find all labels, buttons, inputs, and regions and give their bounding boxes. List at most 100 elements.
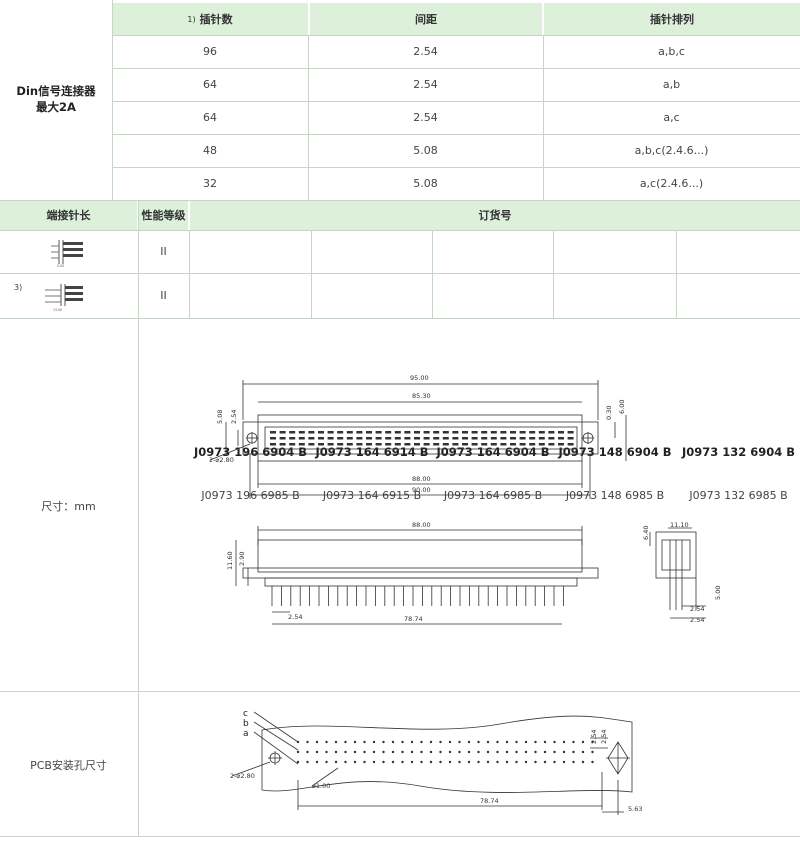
pcb-hole	[458, 750, 461, 754]
pcb-hole	[477, 740, 480, 744]
pcb-hole	[391, 750, 395, 754]
dim-290: 2.90	[238, 552, 246, 566]
pcb-hole	[429, 750, 433, 754]
pcb-hole	[496, 750, 499, 754]
pins-cell: 64	[203, 111, 217, 124]
pcb-hole	[439, 760, 442, 764]
order-code: J0973 148 6985 B	[565, 489, 665, 502]
pcb-hole	[524, 760, 528, 764]
contact-slot	[318, 437, 324, 440]
pcb-hole	[581, 760, 585, 764]
contact-slot	[538, 443, 545, 446]
contact-slot	[558, 437, 564, 440]
arrangement-cell: a,c(2.4.6...)	[639, 177, 704, 190]
order-table: 端接针长 性能等级 订货号 5.00 II 3) 13.00	[0, 200, 800, 502]
pcb-hole	[429, 760, 433, 764]
pcb-hole	[591, 740, 594, 744]
contact-slot	[394, 443, 401, 446]
pcb-hole	[543, 740, 547, 744]
contact-slot	[510, 443, 516, 446]
contact-slot	[423, 437, 430, 440]
pcb-hole	[515, 750, 518, 754]
contact-slot	[366, 437, 372, 440]
pcb-hole	[591, 750, 594, 754]
pcb-hole	[553, 740, 556, 744]
grade-value: II	[160, 289, 167, 302]
contact-slot	[500, 443, 507, 446]
contact-slot	[366, 431, 372, 434]
contact-slot	[404, 437, 411, 440]
contact-slot	[471, 437, 478, 440]
pcb-hole	[401, 750, 404, 754]
contact-slot	[308, 431, 315, 434]
pcb-hole	[315, 760, 319, 764]
contact-slot	[289, 443, 296, 446]
contact-slot	[462, 437, 468, 440]
pcb-hole	[534, 740, 537, 744]
dim-254: 2.54	[230, 410, 238, 424]
pcb-hole	[296, 760, 300, 764]
pcb-hole	[486, 750, 490, 754]
svg-text:5.00: 5.00	[57, 264, 64, 268]
pcb-hole	[334, 750, 338, 754]
pcb-hole	[372, 750, 376, 754]
dim-pcb-p1: 2.54	[590, 730, 598, 744]
contact-slot	[279, 437, 286, 440]
contact-slot	[538, 431, 545, 434]
pins-cell: 48	[203, 144, 217, 157]
pcb-hole	[353, 750, 357, 754]
pcb-hole	[581, 740, 585, 744]
contact-slot	[433, 443, 440, 446]
contact-slot	[394, 437, 401, 440]
header-order-no: 订货号	[190, 200, 800, 230]
contact-slot	[510, 431, 516, 434]
contact-slot	[423, 431, 430, 434]
contact-slot	[452, 431, 459, 434]
contact-slot	[414, 431, 420, 434]
dimension-label: 尺寸：mm	[41, 500, 96, 513]
contact-slot	[366, 443, 372, 446]
pins-cell: 32	[203, 177, 217, 190]
contact-slot	[327, 437, 334, 440]
pcb-hole	[306, 760, 309, 764]
dim-hole: 2-⌀2.80	[209, 456, 234, 464]
pitch-cell: 2.54	[413, 78, 438, 91]
pcb-hole	[334, 760, 338, 764]
contact-slot	[298, 437, 305, 440]
pcb-hole	[591, 760, 594, 764]
svg-text:13.00: 13.00	[53, 308, 62, 312]
contact-slot	[567, 431, 574, 434]
pcb-hole	[458, 740, 461, 744]
pcb-hole	[543, 750, 547, 754]
order-code: J0973 132 6904 B	[681, 444, 796, 459]
pcb-hole	[572, 750, 575, 754]
pins-cell: 96	[203, 45, 217, 58]
pcb-hole	[448, 740, 452, 744]
grade-value: II	[160, 245, 167, 258]
contact-slot	[394, 431, 401, 434]
pcb-hole	[543, 760, 547, 764]
pcb-hole	[496, 740, 499, 744]
pcb-hole	[448, 760, 452, 764]
contact-slot	[356, 437, 363, 440]
pitch-cell: 2.54	[413, 45, 438, 58]
contact-slot	[423, 443, 430, 446]
pcb-drawing: c b a 2-⌀2.80 ⌀1.00 78.74 5.63 2.54 2.54	[230, 709, 642, 815]
pcb-hole	[467, 740, 471, 744]
dim-030: 0.30	[605, 406, 613, 420]
contact-slot	[442, 431, 449, 434]
dim-front-88: 88.00	[412, 521, 431, 529]
pcb-hole	[353, 760, 357, 764]
contact-slot	[327, 443, 334, 446]
contact-slot	[481, 443, 488, 446]
contact-slot	[346, 443, 353, 446]
pcb-hole	[391, 740, 395, 744]
pcb-hole	[410, 760, 414, 764]
pcb-hole	[420, 740, 423, 744]
contact-slot	[558, 443, 564, 446]
pcb-hole	[420, 760, 423, 764]
contact-slot	[308, 443, 315, 446]
pitch-cell: 5.08	[413, 177, 438, 190]
contact-slot	[298, 443, 305, 446]
contact-slot	[308, 437, 315, 440]
